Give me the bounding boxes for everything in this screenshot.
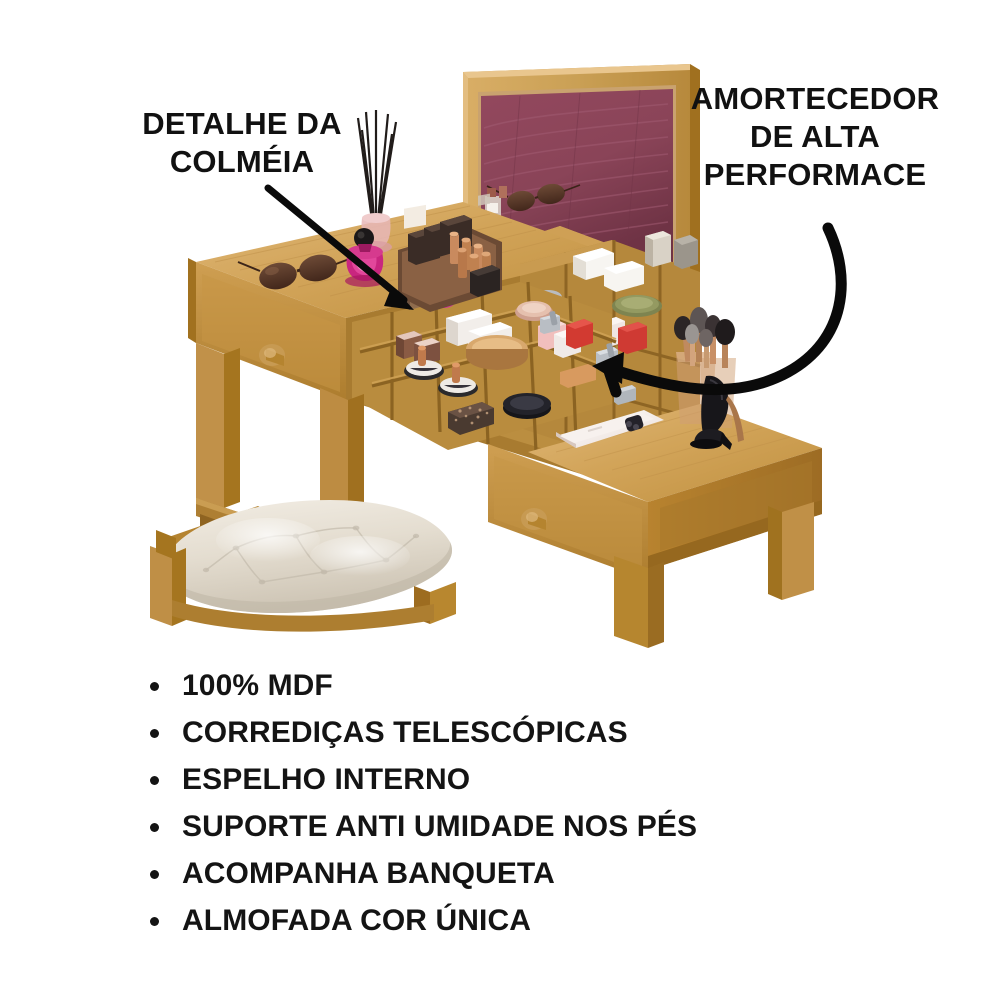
bandeja-de-batons	[398, 193, 502, 312]
oculos-de-sol-reflexo	[486, 183, 581, 212]
frascos-pequenos	[645, 231, 698, 269]
tigela-bege	[466, 335, 528, 370]
colmeia-organizadora	[346, 231, 701, 480]
arrow-to-honeycomb	[264, 184, 414, 310]
caixa-glitter	[448, 402, 494, 435]
banqueta	[150, 500, 456, 632]
estojo-preto	[503, 393, 551, 419]
arrow-to-damper	[592, 222, 847, 398]
feature-list: 100% MDF CORREDIÇAS TELESCÓPICAS ESPELHO…	[140, 662, 900, 944]
sapato-salto-alto	[690, 375, 744, 450]
feature-item: SUPORTE ANTI UMIDADE NOS PÉS	[140, 803, 900, 850]
feature-item: ACOMPANHA BANQUETA	[140, 850, 900, 897]
gaveta-esquerda	[188, 258, 346, 400]
feature-item: ESPELHO INTERNO	[140, 756, 900, 803]
pes-direitos	[614, 502, 814, 648]
estojos-espelho	[404, 345, 478, 397]
prato-oliva	[612, 295, 662, 317]
compacto-bege	[515, 301, 553, 321]
puxador-gaveta-direita	[521, 508, 547, 530]
celular	[556, 410, 664, 448]
oculos-de-sol	[237, 254, 353, 290]
feature-item: 100% MDF	[140, 662, 900, 709]
feature-item: CORREDIÇAS TELESCÓPICAS	[140, 709, 900, 756]
puxador-gaveta-esquerda	[259, 344, 285, 366]
caixas-brancas	[573, 248, 644, 292]
almofada-banqueta	[162, 500, 453, 614]
feature-item: ALMOFADA COR ÚNICA	[140, 897, 900, 944]
callout-detalhe-da-colmeia: DETALHE DA COLMÉIA	[142, 106, 342, 179]
perfume-preto	[354, 228, 374, 248]
colmeia-grade-frontal	[352, 281, 619, 453]
callout-amortecedor-de-alta-performace: AMORTECEDOR DE ALTA PERFORMACE	[690, 81, 940, 192]
